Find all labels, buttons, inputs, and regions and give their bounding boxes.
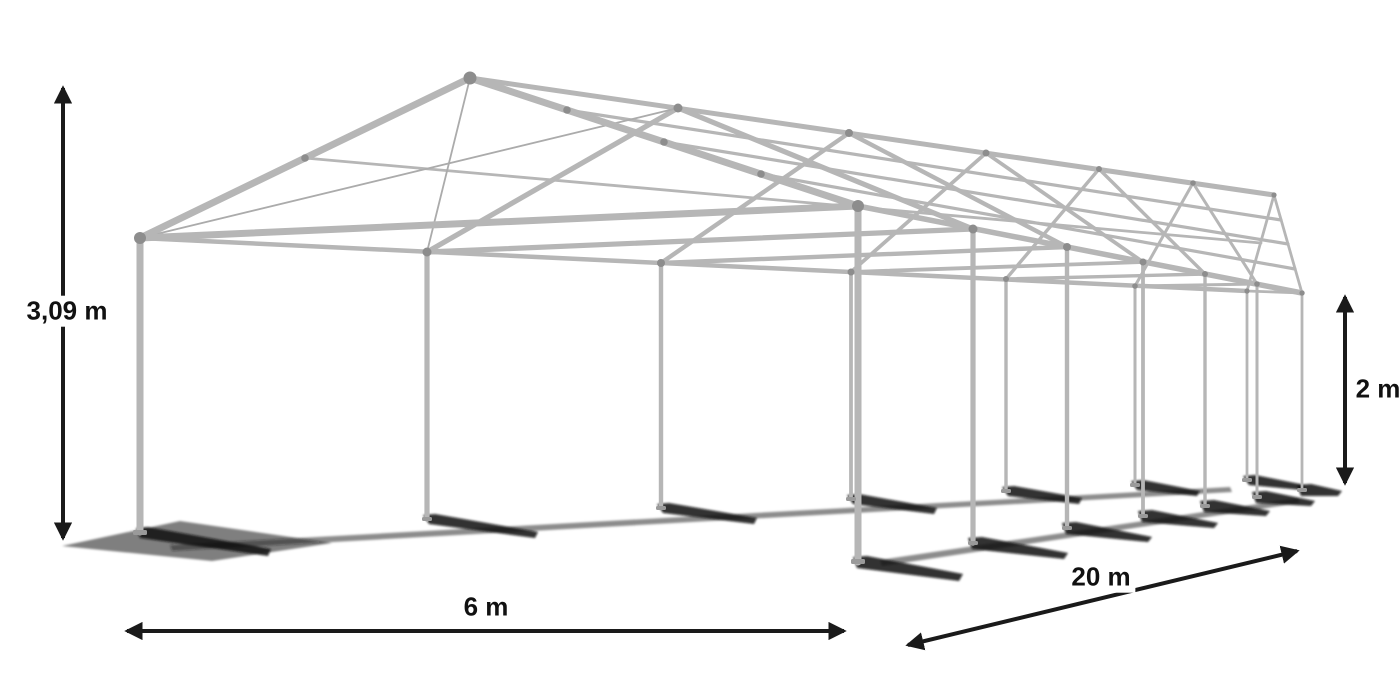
ridge-height-label: 3,09 m xyxy=(21,295,113,327)
truss-frame-4 xyxy=(849,151,1145,518)
near-purlin-3 xyxy=(759,172,1297,271)
dimension-arrows xyxy=(53,85,1355,651)
longitudinal-beams xyxy=(137,75,1305,296)
ground-shadows xyxy=(62,475,1342,581)
far-eave-beam xyxy=(137,235,1250,294)
near-eave-beam xyxy=(855,203,1305,296)
length-arrow xyxy=(905,545,1300,651)
foot-plates xyxy=(133,478,1307,564)
ridge-beam xyxy=(467,75,1277,198)
length-label: 20 m xyxy=(1066,561,1136,593)
width-label: 6 m xyxy=(458,591,514,623)
frame-layer xyxy=(133,71,1307,566)
truss-frame-2 xyxy=(424,105,976,546)
frame-joints xyxy=(134,71,1305,296)
far-slope-purlin xyxy=(303,156,1263,245)
truss-frame-5 xyxy=(1004,167,1207,508)
near-purlin-1 xyxy=(565,108,1283,222)
near-purlin-2 xyxy=(662,140,1290,246)
side-height-label: 2 m xyxy=(1350,373,1400,405)
